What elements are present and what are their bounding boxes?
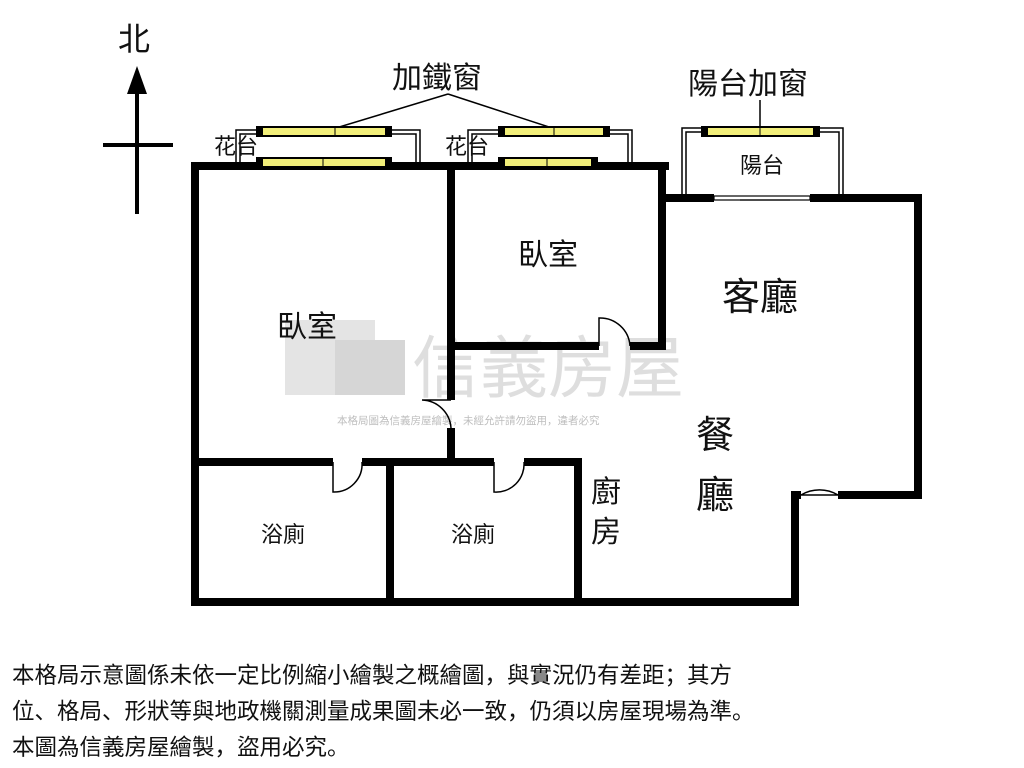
iron-window-label: 加鐵窗 (392, 61, 482, 96)
walls (191, 162, 922, 606)
room-bedroom-large: 臥室 (277, 310, 337, 345)
disclaimer: 本格局示意圖係未依一定比例縮小繪製之概繪圖，與實況仍有差距；其方 位、格局、形狀… (12, 658, 1012, 766)
north-label: 北 (118, 20, 150, 58)
planter-label: 花台 (214, 135, 258, 160)
window (256, 126, 392, 137)
north-arrow-icon (127, 66, 147, 94)
door-bedroom-small (598, 317, 631, 347)
door-bathroom-2 (493, 461, 525, 493)
watermark-logo-part (335, 340, 405, 395)
window (498, 126, 610, 137)
room-bedroom-small: 臥室 (518, 238, 578, 273)
balcony-window-label: 陽台加窗 (688, 67, 808, 102)
disclaimer-line: 本格局示意圖係未依一定比例縮小繪製之概繪圖，與實況仍有差距；其方 (12, 663, 733, 689)
room-bathroom-2: 浴廁 (451, 523, 495, 548)
watermark-notice: 本格局圖為信義房屋繪製，未經允許請勿盜用，違者必究 (337, 414, 600, 427)
disclaimer-line: 位、格局、形狀等與地政機關測量成果圖未必一致，仍須以房屋現場為準。 (12, 699, 755, 725)
window (498, 157, 598, 168)
room-dining: 餐 (696, 413, 734, 457)
north-compass: 北 (103, 20, 173, 214)
balcony-sliding-door (713, 195, 811, 201)
window (256, 157, 392, 168)
windows (256, 126, 820, 168)
window (701, 126, 820, 137)
door-bedroom-large (421, 399, 452, 429)
doors (332, 317, 839, 496)
room-bathroom-1: 浴廁 (261, 523, 305, 548)
disclaimer-line: 本圖為信義房屋繪製，盜用必究。 (12, 735, 350, 761)
room-kitchen: 廚 (591, 475, 621, 510)
window-leader-lines (335, 93, 761, 129)
door-entrance (800, 489, 839, 496)
room-kitchen: 房 (591, 515, 621, 550)
planter-label: 花台 (445, 135, 489, 160)
watermark: 信義房屋 本格局圖為信義房屋繪製，未經允許請勿盜用，違者必究 (285, 320, 684, 427)
room-balcony: 陽台 (740, 154, 784, 179)
door-bathroom-1 (332, 461, 363, 493)
room-dining: 廳 (696, 473, 734, 517)
room-living: 客廳 (722, 275, 798, 319)
